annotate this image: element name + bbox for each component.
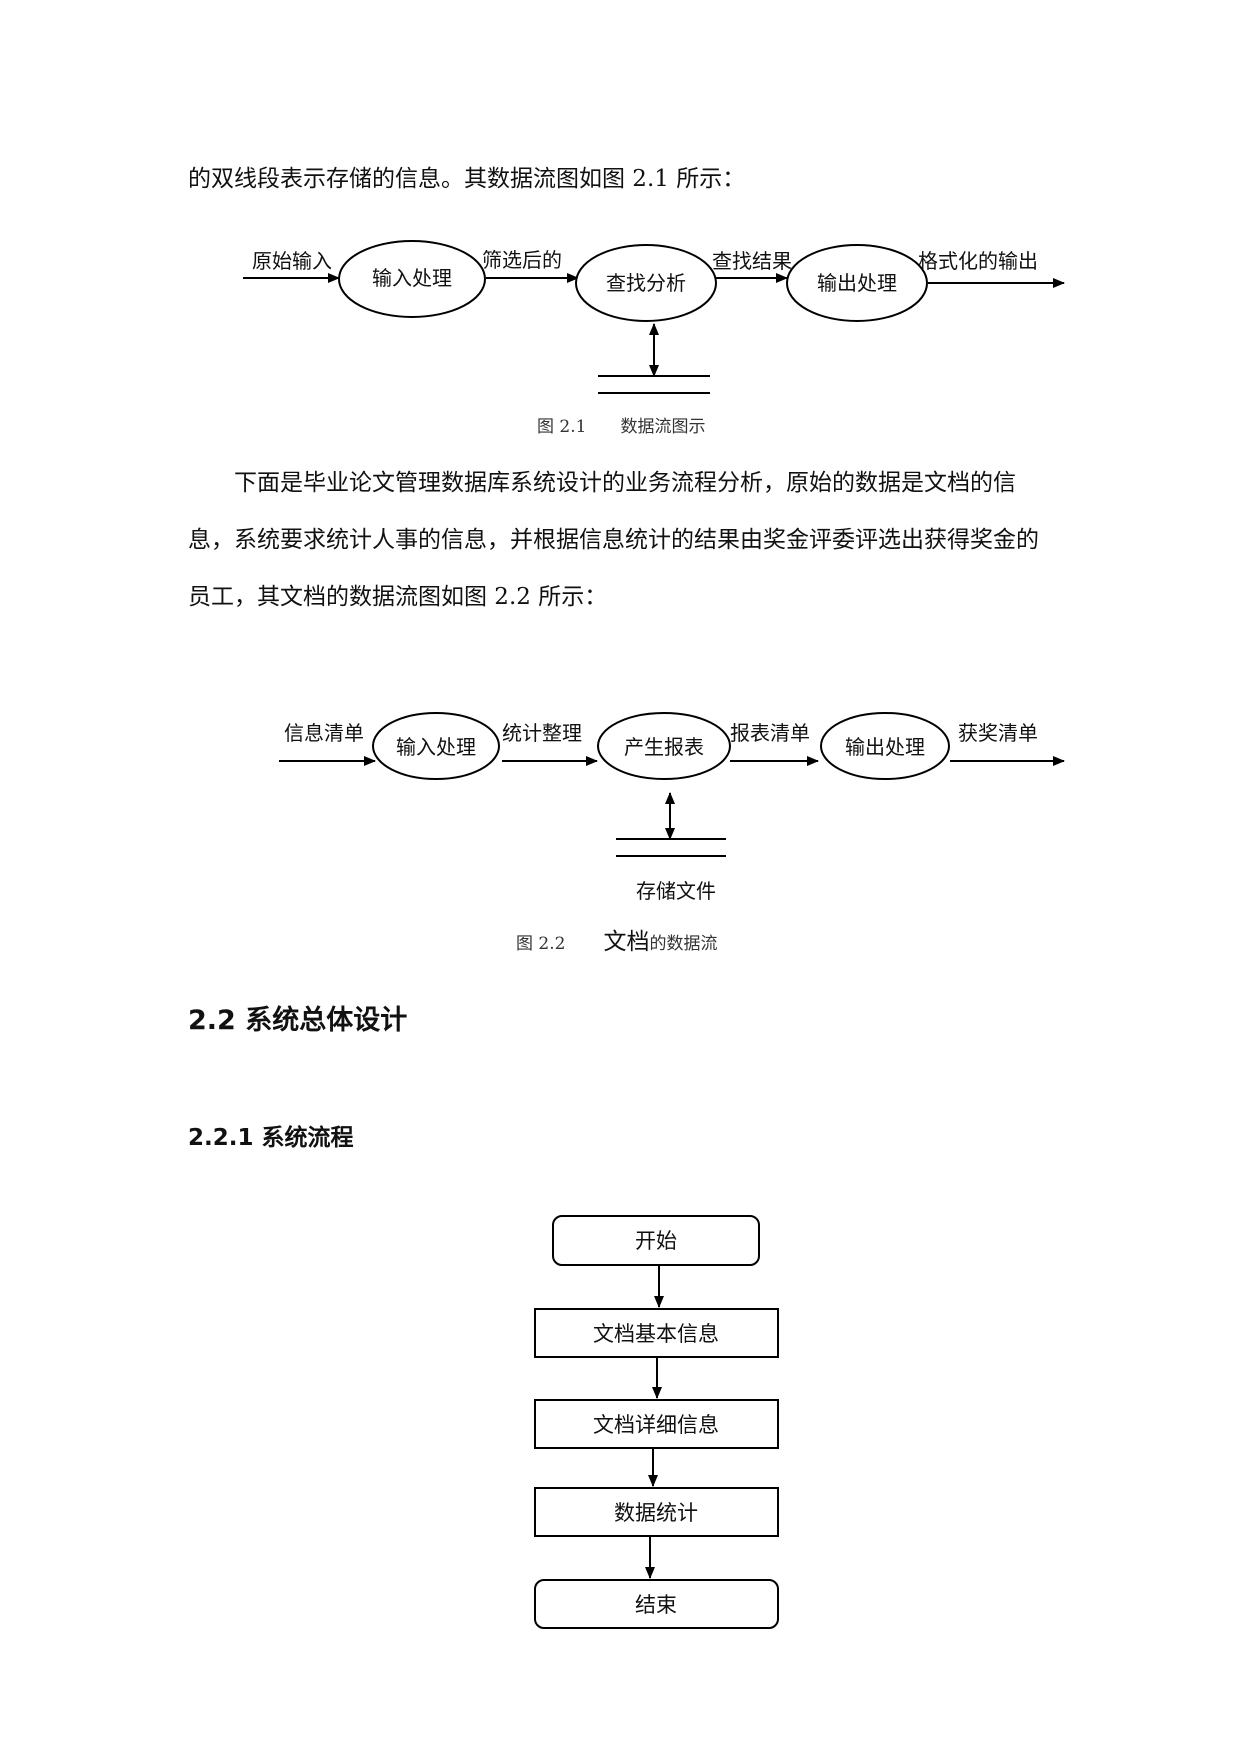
fig2-flow2-label: 报表清单 [730,721,810,745]
fig1-process-input-label: 输入处理 [372,266,452,290]
flow-end-box [534,1579,779,1629]
system-flowchart: 开始 文档基本信息 文档详细信息 数据统计 结束 [534,1215,779,1629]
flow-start-box [552,1215,760,1266]
fig2-store-label: 存储文件 [636,879,716,903]
fig2-caption-text-small: 的数据流 [649,934,718,954]
fig2-caption: 图 2.2 文档的数据流 [516,922,717,956]
fig1-process-output-label: 输出处理 [817,271,897,295]
flow-step3-box [534,1487,779,1537]
fig2-caption-number: 图 2.2 [516,934,566,954]
fig1-process-output [786,244,928,322]
fig1-caption-text: 数据流图示 [620,417,706,437]
fig1-input-label: 原始输入 [252,249,332,273]
fig1-process-search-label: 查找分析 [606,271,686,295]
paragraph-2: 下面是毕业论文管理数据库系统设计的业务流程分析，原始的数据是文档的信息，系统要求… [188,470,1039,610]
flow-step2-label: 文档详细信息 [593,1413,719,1437]
subsection-heading: 2.2.1 系统流程 [188,1125,354,1151]
fig2-process-input-label: 输入处理 [396,735,476,759]
fig2-process-output-label: 输出处理 [845,735,925,759]
fig1-process-input [338,240,486,318]
fig1-process-search [575,244,717,322]
figure-2-2-diagram: 信息清单 输入处理 统计整理 产生报表 报表清单 输出处理 获奖清单 存储文件 [279,712,1065,903]
fig2-process-report [597,712,731,780]
fig1-flow1-label: 筛选后的 [482,248,562,272]
flow-start-label: 开始 [635,1229,677,1253]
flow-step3-label: 数据统计 [614,1501,698,1525]
fig2-caption-text-big: 文档 [603,929,650,955]
fig2-output-label: 获奖清单 [958,721,1038,745]
fig2-flow1-label: 统计整理 [502,721,582,745]
flow-end-label: 结束 [635,1593,677,1617]
intro-line: 的双线段表示存储的信息。其数据流图如图 2.1 所示： [188,166,746,192]
fig1-flow2-label: 查找结果 [712,249,792,273]
section-heading: 2.2 系统总体设计 [188,1005,408,1036]
figure-2-1-diagram: 原始输入 输入处理 筛选后的 查找分析 查找结果 输出处理 格式化的输出 [243,240,1065,394]
flow-step1-label: 文档基本信息 [593,1322,719,1346]
fig2-process-output [820,712,950,780]
fig2-input-label: 信息清单 [284,721,364,745]
fig1-caption: 图 2.1 数据流图示 [537,412,705,437]
flow-step2-box [534,1399,779,1449]
fig1-output-label: 格式化的输出 [918,249,1038,273]
fig2-process-input [372,712,500,780]
fig2-process-report-label: 产生报表 [624,735,704,759]
flow-step1-box [534,1308,779,1358]
fig1-caption-number: 图 2.1 [537,417,587,437]
